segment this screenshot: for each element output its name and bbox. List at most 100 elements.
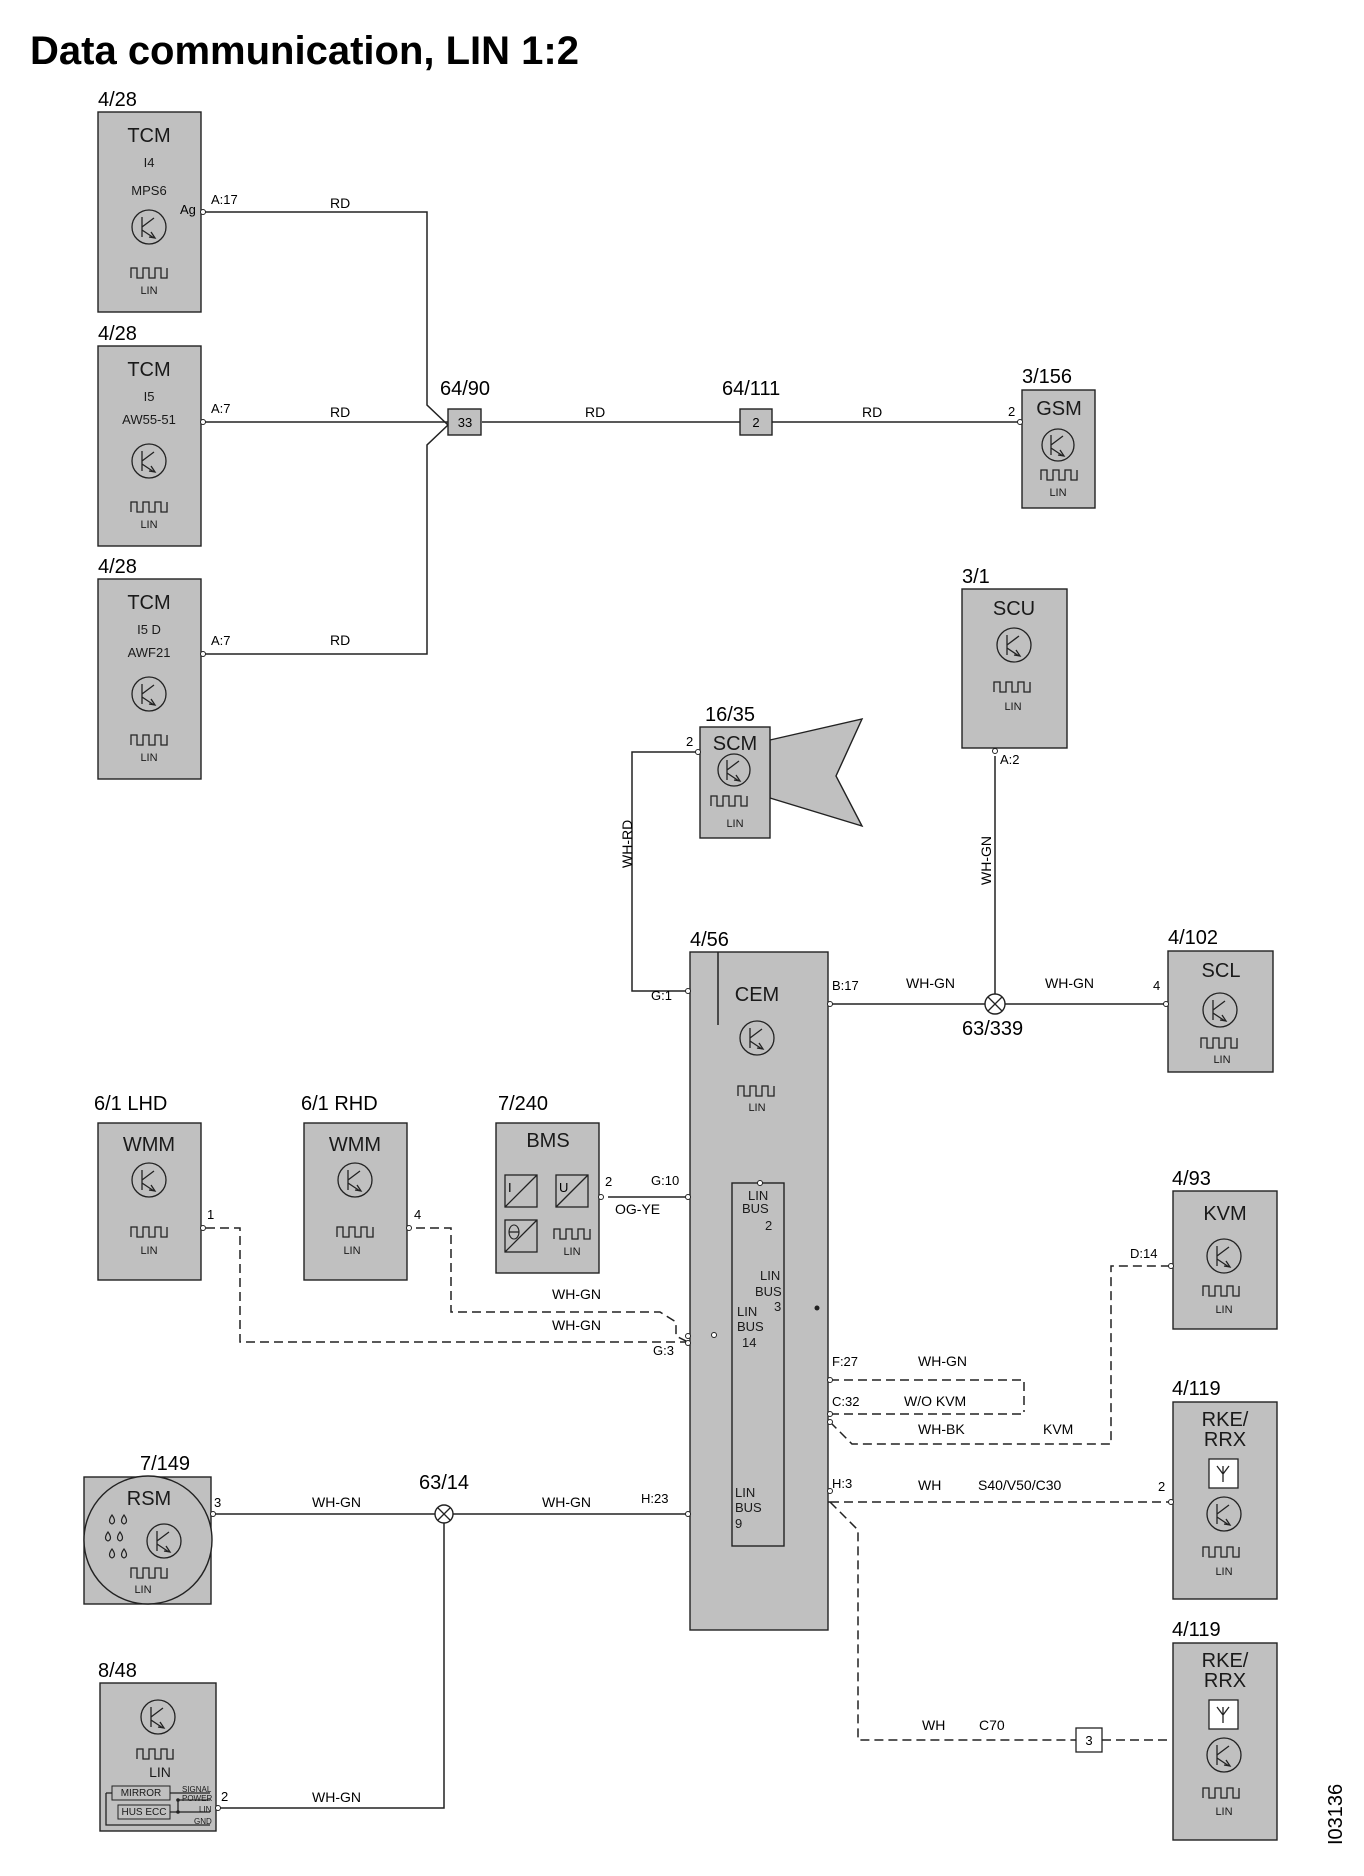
- wire-color-label: WH-GN: [978, 836, 994, 885]
- lin-wave-icon: [1040, 469, 1078, 481]
- bus14-line2: BUS: [737, 1319, 764, 1334]
- transistor-icon: [1206, 1238, 1242, 1274]
- module-name: BMS: [526, 1130, 569, 1152]
- bus14-line1: LIN: [737, 1304, 757, 1319]
- pin-label: 2: [686, 734, 693, 749]
- bus9-line3: 9: [735, 1516, 742, 1531]
- module-variant: I5 D: [137, 622, 161, 637]
- ref-label: 3/1: [962, 566, 990, 588]
- transistor-icon: [131, 209, 167, 245]
- wire-variant-label: KVM: [1043, 1421, 1073, 1437]
- wire-color-label: RD: [330, 195, 350, 211]
- wire-color-label: WH-GN: [542, 1494, 591, 1510]
- wire-color-label: RD: [330, 404, 350, 420]
- module-name: GSM: [1036, 398, 1082, 420]
- gnd-label: GND: [194, 1817, 212, 1826]
- wire-scm-cem: [631, 751, 700, 992]
- sensor-symbol-i: I: [508, 1180, 512, 1195]
- bus3-line3: 3: [774, 1299, 781, 1314]
- module-name-line1: RKE/: [1202, 1409, 1249, 1431]
- module-name: SCM: [713, 733, 757, 755]
- transistor-icon: [1202, 992, 1238, 1028]
- current-sensor-icon: [504, 1174, 538, 1208]
- lin-wave-icon: [1202, 1787, 1240, 1799]
- lin-wave-icon: [1200, 1037, 1238, 1049]
- lin-wave-icon: [130, 501, 168, 513]
- page-title: Data communication, LIN 1:2: [30, 29, 579, 73]
- pin-label: A:7: [211, 401, 231, 416]
- splice-64-111: 64/111 2: [722, 378, 780, 436]
- wire-color-label: OG-YE: [615, 1201, 660, 1217]
- module-name-line1: RKE/: [1202, 1650, 1249, 1672]
- splice-63-14: 63/14: [419, 1472, 469, 1524]
- pin-h3: H:3: [832, 1476, 852, 1491]
- wire-color-label: RD: [585, 404, 605, 420]
- splice-number: 2: [752, 415, 759, 430]
- pin-label: A:2: [1000, 752, 1020, 767]
- ref-label: 4/28: [98, 323, 137, 345]
- pin-label: 3: [214, 1495, 221, 1510]
- pin-label: 4: [1153, 978, 1160, 993]
- ref-label: 3/156: [1022, 366, 1072, 388]
- pin-f27: F:27: [832, 1354, 858, 1369]
- ref-label: 4/119: [1172, 1378, 1221, 1400]
- pin-label: 1: [207, 1207, 214, 1222]
- pin-g1: G:1: [651, 988, 672, 1003]
- wire-color-label: WH-GN: [312, 1494, 361, 1510]
- ref-label: 7/240: [498, 1093, 548, 1115]
- splice-ref: 63/339: [962, 1018, 1023, 1040]
- figure-id: I03136: [1325, 1784, 1347, 1845]
- pin-label: 2: [221, 1789, 228, 1804]
- bms-module: 7/240 BMS I U LIN 2: [495, 1093, 612, 1274]
- wire-color-label: WH-GN: [552, 1286, 601, 1302]
- wire-color-label: RD: [862, 404, 882, 420]
- lin-label: LIN: [1049, 487, 1066, 499]
- power-label: POWER: [182, 1794, 212, 1803]
- lin-label: LIN: [149, 1764, 171, 1780]
- connector-3: 3: [1075, 1727, 1103, 1753]
- transistor-icon: [996, 627, 1032, 663]
- pin-label: A:7: [211, 633, 231, 648]
- hus-ecc-label: HUS ECC: [121, 1807, 166, 1818]
- connector-number: 3: [1085, 1733, 1092, 1748]
- lin-label: LIN: [140, 1245, 157, 1257]
- lin-label: LIN: [1215, 1304, 1232, 1316]
- module-variant: I5: [144, 389, 155, 404]
- transistor-icon: [337, 1162, 373, 1198]
- rsm-module: 7/149 RSM LIN 3: [83, 1453, 221, 1605]
- lin-wave-icon: [136, 1748, 174, 1760]
- gsm-module: 3/156 GSM LIN 2: [1008, 366, 1096, 509]
- voltage-sensor-icon: [555, 1174, 589, 1208]
- wire-cem-f27: [830, 1379, 1025, 1410]
- wire-color-label: WH-GN: [906, 975, 955, 991]
- mirror-module: 8/48 LIN MIRROR HUS ECC SIGNAL POWER LIN…: [98, 1660, 228, 1832]
- bus9-line2: BUS: [735, 1500, 762, 1515]
- module-name-line2: RRX: [1204, 1429, 1246, 1451]
- scu-module: 3/1 SCU LIN A:2: [961, 566, 1068, 767]
- module-variant-2: AWF21: [128, 645, 171, 660]
- lin-wave-icon: [1202, 1285, 1240, 1297]
- lin-wave-icon: [130, 734, 168, 746]
- lin-label: LIN: [140, 519, 157, 531]
- lin-label: LIN: [1215, 1806, 1232, 1818]
- module-name: WMM: [329, 1134, 381, 1156]
- transistor-icon: [131, 443, 167, 479]
- module-name-line2: RRX: [1204, 1670, 1246, 1692]
- pin-h23: H:23: [641, 1491, 668, 1506]
- lin-label: LIN: [1213, 1054, 1230, 1066]
- wmm-lhd-module: 6/1 LHD WMM LIN 1: [94, 1093, 214, 1281]
- lin-label: LIN: [563, 1246, 580, 1258]
- module-name: TCM: [127, 592, 170, 614]
- lin-label: LIN: [343, 1245, 360, 1257]
- lin-wave-icon: [737, 1085, 775, 1097]
- transistor-icon: [140, 1699, 176, 1735]
- pin-c32: C:32: [832, 1394, 859, 1409]
- lin-wave-icon: [553, 1228, 591, 1240]
- inner-label: Ag: [180, 202, 196, 217]
- wire-splice-mirror: [219, 1523, 445, 1809]
- wire-tcm3-rd: [201, 424, 449, 655]
- lin-label: LIN: [1215, 1566, 1232, 1578]
- transistor-icon: [131, 1162, 167, 1198]
- module-variant-2: AW55-51: [122, 412, 176, 427]
